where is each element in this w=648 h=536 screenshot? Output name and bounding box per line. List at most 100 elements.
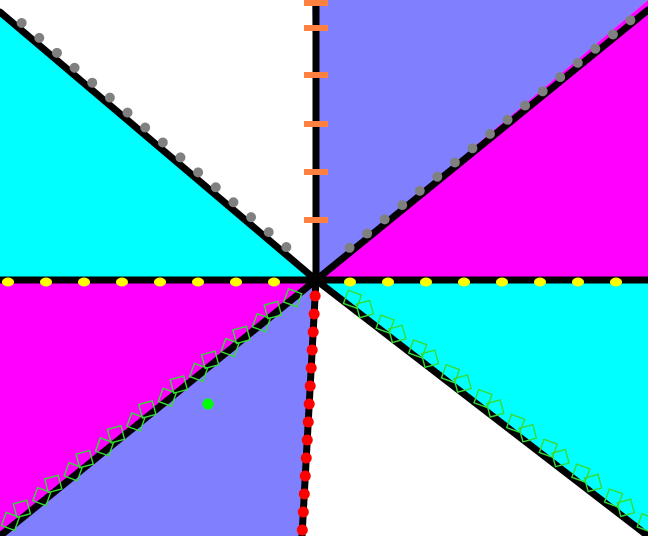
gray-dot-marker — [34, 32, 45, 43]
yellow-dot-marker — [116, 277, 128, 287]
red-dot-marker — [306, 344, 318, 356]
green-outline-marker — [125, 412, 146, 432]
green-outline-marker — [505, 413, 526, 434]
gray-dot-marker — [193, 167, 204, 178]
top-left-cyan-wedge[interactable] — [0, 0, 316, 280]
yellow-dot-marker — [40, 277, 52, 287]
green-outline-marker — [75, 449, 95, 469]
red-dot-marker — [303, 398, 315, 410]
green-outline-marker — [31, 486, 52, 507]
green-outline-marker — [485, 398, 505, 418]
red-dot-marker — [305, 362, 317, 374]
green-outline-marker — [440, 363, 461, 384]
red-dot-marker — [302, 416, 314, 428]
gray-dot-marker — [344, 242, 355, 253]
green-outline-marker — [137, 400, 157, 419]
green-outline-marker — [106, 424, 126, 444]
red-dot-marker — [301, 434, 313, 446]
yellow-dot-marker — [344, 277, 356, 287]
green-outline-marker — [94, 437, 115, 457]
line-diagonal-upper-left — [0, 8, 320, 284]
green-outline-marker — [387, 324, 407, 344]
gray-dot-marker — [175, 152, 186, 163]
orange-dash-marker — [304, 72, 328, 78]
gray-dot-marker — [397, 200, 408, 211]
green-outline-marker — [157, 387, 178, 408]
green-outline-marker — [473, 388, 493, 409]
red-dot-marker — [298, 488, 310, 500]
gray-dot-marker — [520, 100, 531, 111]
yellow-dot-marker — [572, 277, 584, 287]
green-outline-marker — [420, 349, 440, 369]
gray-dot-marker — [140, 122, 151, 133]
yellow-dot-marker — [420, 277, 432, 287]
red-dot-marker — [299, 470, 311, 482]
green-outline-marker — [232, 325, 251, 345]
yellow-dot-marker — [268, 277, 280, 287]
gray-dot-marker — [607, 29, 618, 40]
orange-dash-marker — [304, 121, 328, 127]
yellow-dot-marker — [154, 277, 166, 287]
green-outline-marker — [538, 438, 559, 459]
yellow-dot-marker — [230, 277, 242, 287]
green-outline-marker — [12, 499, 32, 519]
green-outline-marker — [616, 498, 636, 518]
orange-dash-marker — [304, 25, 328, 31]
green-outline-marker — [518, 423, 538, 443]
player-marker[interactable] — [202, 398, 214, 410]
yellow-dot-marker — [496, 277, 508, 287]
yellow-dot-marker — [2, 277, 14, 287]
gray-dot-marker — [379, 214, 390, 225]
gray-dot-marker — [69, 62, 80, 73]
red-dot-marker — [300, 452, 312, 464]
gray-dot-marker — [572, 57, 583, 68]
red-dot-marker — [309, 290, 321, 302]
gray-dot-marker — [555, 72, 566, 83]
yellow-dot-marker — [192, 277, 204, 287]
gray-dot-marker — [157, 137, 168, 148]
gray-dot-marker — [263, 227, 274, 238]
orange-dash-marker — [304, 169, 328, 175]
gray-dot-marker — [449, 157, 460, 168]
red-dot-marker — [308, 308, 320, 320]
gray-dot-marker — [16, 17, 27, 28]
red-dot-marker — [297, 506, 309, 518]
yellow-dot-marker — [382, 277, 394, 287]
gray-dot-marker — [502, 114, 513, 125]
gray-dot-marker — [432, 171, 443, 182]
green-outline-marker — [200, 350, 220, 370]
gray-dot-marker — [228, 197, 239, 208]
green-outline-marker — [220, 337, 240, 358]
yellow-dot-marker — [610, 277, 622, 287]
gray-dot-marker — [414, 185, 425, 196]
line-diagonal-lower-left — [0, 276, 320, 536]
green-outline-marker — [407, 339, 428, 359]
gray-dot-marker — [122, 107, 133, 118]
green-outline-marker — [571, 463, 591, 483]
gray-dot-marker — [104, 92, 115, 103]
green-outline-marker — [636, 512, 648, 533]
green-outline-marker — [169, 375, 189, 395]
green-outline-marker — [453, 374, 473, 394]
green-outline-marker — [63, 461, 84, 482]
green-outline-marker — [188, 362, 209, 383]
gray-dot-marker — [281, 242, 292, 253]
gray-dot-marker — [210, 182, 221, 193]
red-dot-marker — [304, 380, 316, 392]
orange-dash-marker — [304, 217, 328, 223]
gray-dot-marker — [467, 143, 478, 154]
top-right-periwinkle-wedge[interactable] — [312, 0, 648, 280]
gray-dot-marker — [51, 47, 62, 58]
gray-dot-marker — [362, 228, 373, 239]
gray-dot-marker — [625, 15, 636, 26]
line-diagonal-lower-right — [312, 276, 648, 536]
gray-dot-marker — [246, 212, 257, 223]
gray-dot-marker — [590, 43, 601, 54]
red-dot-marker — [307, 326, 319, 338]
gray-dot-marker — [485, 129, 495, 139]
red-dot-marker — [296, 524, 308, 536]
green-outline-marker — [603, 488, 624, 508]
yellow-dot-marker — [458, 277, 470, 287]
